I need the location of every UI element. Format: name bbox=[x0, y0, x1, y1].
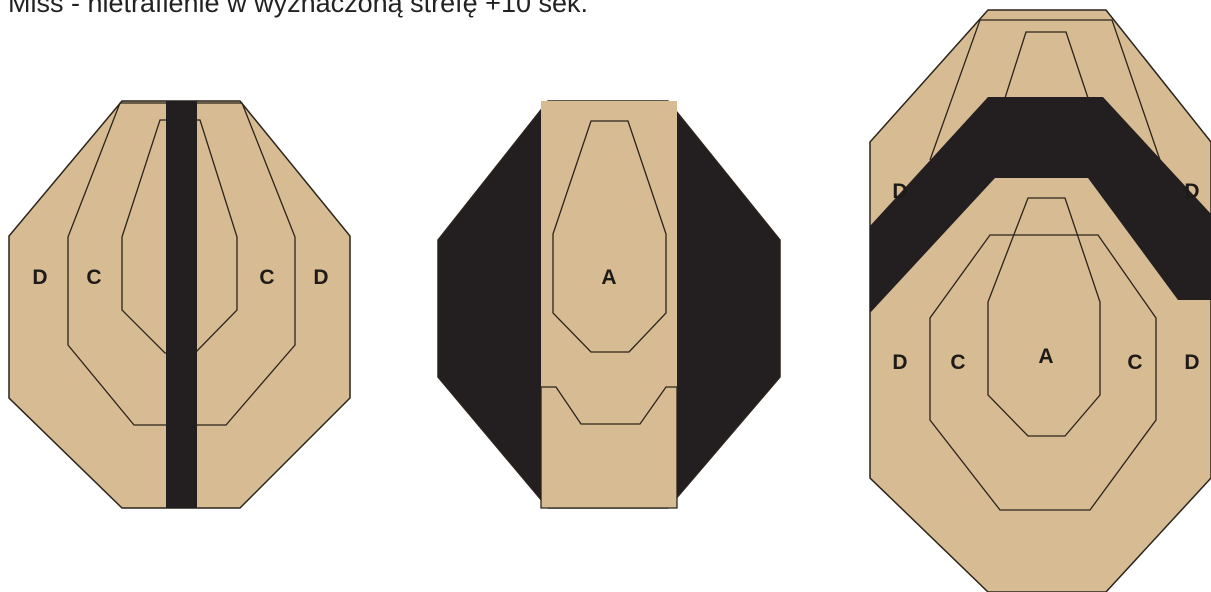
zone-label-d: D bbox=[1184, 351, 1199, 374]
zone-label-a: A bbox=[601, 266, 616, 289]
zone-label-c: C bbox=[1127, 351, 1142, 374]
target-3-diagonal-band: D D D C A C D bbox=[870, 10, 1211, 592]
zone-label-d: D bbox=[892, 180, 907, 203]
zone-label-a: A bbox=[1038, 345, 1053, 368]
target-2-side-blocks: A bbox=[438, 101, 780, 508]
zone-label-c: C bbox=[86, 266, 101, 289]
zone-label-d: D bbox=[1184, 180, 1199, 203]
zone-label-d: D bbox=[313, 266, 328, 289]
zone-label-d: D bbox=[892, 351, 907, 374]
target-2-shootable-column bbox=[541, 101, 677, 508]
zone-label-c: C bbox=[950, 351, 965, 374]
zone-label-d: D bbox=[32, 266, 47, 289]
target-1-no-shoot-strip bbox=[166, 101, 197, 508]
target-1-vertical-strip: D C C D bbox=[9, 101, 350, 508]
zone-label-c: C bbox=[259, 266, 274, 289]
